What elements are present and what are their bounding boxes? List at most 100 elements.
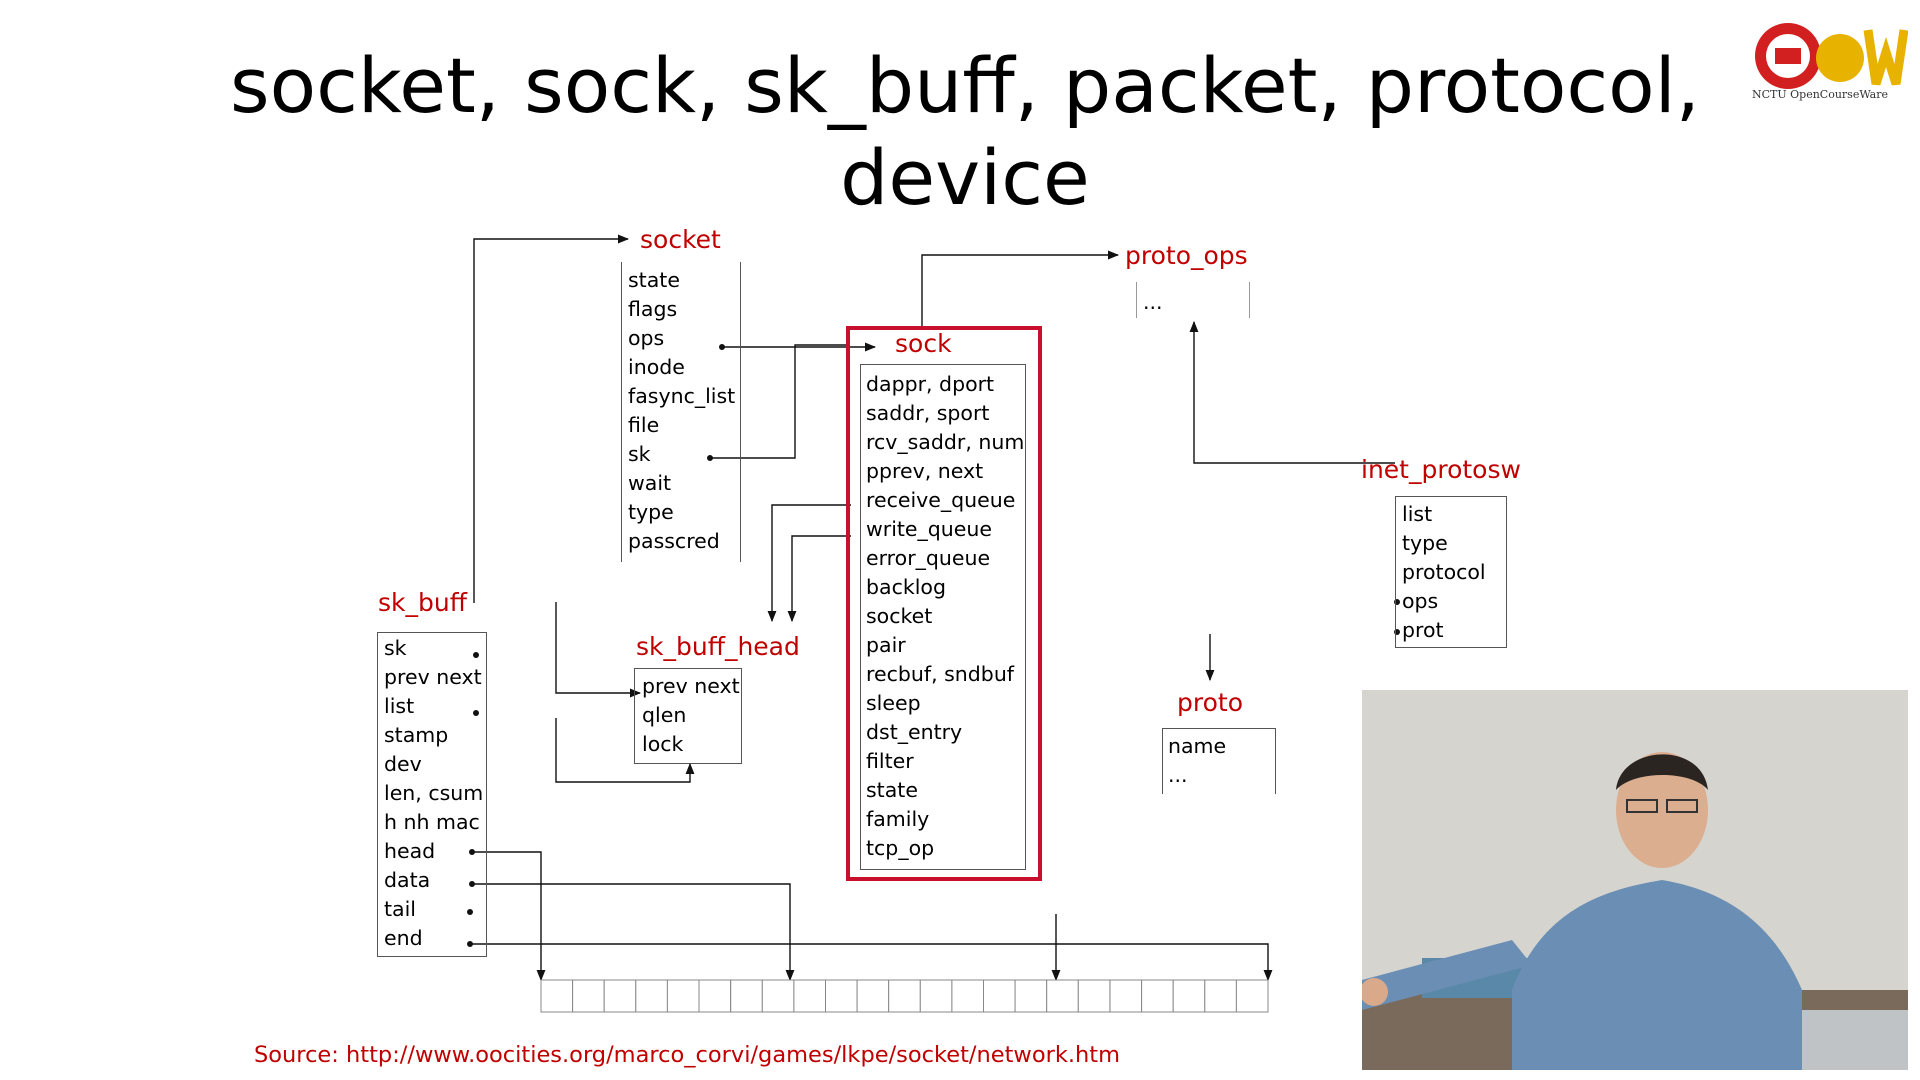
sock-highlight-frame — [846, 326, 1042, 881]
wire-receive-queue — [767, 504, 851, 623]
packet-buffer — [540, 979, 1269, 1013]
struct-title-proto-ops: proto_ops — [1125, 241, 1248, 270]
wire-skbuff-head-lock — [555, 718, 695, 783]
sock-field: backlog — [866, 575, 946, 599]
wire-skbuff-head — [472, 851, 546, 982]
sock-field: receive_queue — [866, 488, 1016, 512]
packet-buffer-cell — [1077, 979, 1111, 1013]
sock-field: sleep — [866, 691, 921, 715]
socket-field: passcred — [628, 529, 720, 553]
packet-buffer-cell — [888, 979, 921, 1013]
proto-field: ... — [1168, 763, 1188, 787]
struct-title-sk-buff-head: sk_buff_head — [636, 632, 800, 661]
source-citation: Source: http://www.oocities.org/marco_co… — [254, 1042, 1121, 1068]
packet-buffer-cell — [1235, 979, 1269, 1013]
socket-field: fasync_list — [628, 384, 736, 408]
sock-field: rcv_saddr, num — [866, 430, 1025, 454]
socket-field: inode — [628, 355, 685, 379]
wire-write-queue — [787, 535, 851, 623]
sk-buff-head-field: qlen — [642, 703, 687, 727]
slide-title-line2: device — [840, 133, 1090, 222]
packet-buffer-cell — [1204, 979, 1237, 1013]
wire-skbuff-head-prev — [555, 602, 642, 698]
sk-buff-field: tail — [384, 897, 416, 921]
packet-buffer-cell — [761, 979, 795, 1013]
packet-buffer-cell — [793, 979, 827, 1013]
packet-buffer-cell — [919, 979, 953, 1013]
sk-buff-head-field: prev next — [642, 674, 740, 698]
packet-buffer-cell — [635, 979, 668, 1013]
sock-field: pprev, next — [866, 459, 984, 483]
packet-buffer-cell — [603, 979, 637, 1013]
sock-field: family — [866, 807, 930, 831]
ocw-logo-icon — [1755, 23, 1908, 89]
sock-field: write_queue — [866, 517, 993, 541]
packet-buffer-cell — [540, 979, 574, 1013]
struct-box-sock — [860, 364, 1026, 870]
struct-title-inet-protosw: inet_protosw — [1361, 455, 1521, 484]
socket-field: ops — [628, 326, 665, 350]
packet-buffer-cell — [983, 979, 1016, 1013]
struct-box-sk-buff — [377, 632, 487, 957]
packet-buffer-cell — [1172, 979, 1206, 1013]
sk-buff-field: h nh mac — [384, 810, 480, 834]
sock-field: saddr, sport — [866, 401, 990, 425]
socket-field: type — [628, 500, 674, 524]
sk-buff-field: stamp — [384, 723, 449, 747]
wire-protosw-ops — [1189, 320, 1395, 464]
sock-field: dappr, dport — [866, 372, 995, 396]
packet-buffer-cell — [698, 979, 732, 1013]
sk-buff-field: data — [384, 868, 431, 892]
struct-title-sk-buff: sk_buff — [378, 588, 467, 617]
socket-field: file — [628, 413, 660, 437]
inet-protosw-field: protocol — [1402, 560, 1486, 584]
lecturer-video-inset — [1362, 690, 1908, 1070]
sk-buff-field: list — [384, 694, 415, 718]
sock-field: recbuf, sndbuf — [866, 662, 1015, 686]
lecturer-video-image — [1362, 690, 1908, 1070]
slide-title: socket, sock, sk_buff, packet, protocol,… — [180, 40, 1750, 224]
sk-buff-head-field: lock — [642, 732, 684, 756]
sk-buff-field: len, csum — [384, 781, 484, 805]
packet-buffer-cell — [951, 979, 985, 1013]
packet-buffer-cell — [1109, 979, 1143, 1013]
packet-buffer-cell — [1014, 979, 1048, 1013]
inet-protosw-field: ops — [1402, 589, 1439, 613]
packet-buffer-cell — [1046, 979, 1079, 1013]
socket-field: state — [628, 268, 680, 292]
wire-socket-sk — [710, 344, 846, 459]
struct-title-sock: sock — [895, 329, 952, 358]
packet-buffer-cell — [730, 979, 763, 1013]
sk-buff-field: head — [384, 839, 436, 863]
packet-buffer-cell — [1141, 979, 1174, 1013]
socket-field: wait — [628, 471, 672, 495]
packet-buffer-cell — [825, 979, 858, 1013]
sk-buff-field: prev next — [384, 665, 482, 689]
inet-protosw-field: prot — [1402, 618, 1444, 642]
proto-ops-field: ... — [1143, 290, 1163, 314]
inet-protosw-field: list — [1402, 502, 1433, 526]
wire-sock-to-protoops — [921, 250, 1120, 326]
packet-buffer-cell — [572, 979, 605, 1013]
packet-buffer-cell — [666, 979, 700, 1013]
sk-buff-field: end — [384, 926, 423, 950]
slide-title-line1: socket, sock, sk_buff, packet, protocol, — [230, 41, 1700, 130]
sock-field: error_queue — [866, 546, 991, 570]
struct-box-socket — [621, 262, 741, 562]
packet-buffer-cell — [856, 979, 890, 1013]
socket-field: sk — [628, 442, 651, 466]
struct-box-proto — [1162, 728, 1276, 794]
ocw-logo-caption: NCTU OpenCourseWare — [1752, 88, 1889, 101]
sock-field: tcp_op — [866, 836, 935, 860]
sk-buff-field: dev — [384, 752, 422, 776]
sk-buff-field: sk — [384, 636, 407, 660]
wire-skbuff-to-socket — [473, 234, 630, 603]
sock-field: dst_entry — [866, 720, 963, 744]
struct-box-inet-protosw — [1395, 496, 1507, 648]
struct-title-proto: proto — [1177, 688, 1243, 717]
sock-field: pair — [866, 633, 906, 657]
wire-skbuff-end — [470, 943, 1273, 982]
sock-field: state — [866, 778, 918, 802]
